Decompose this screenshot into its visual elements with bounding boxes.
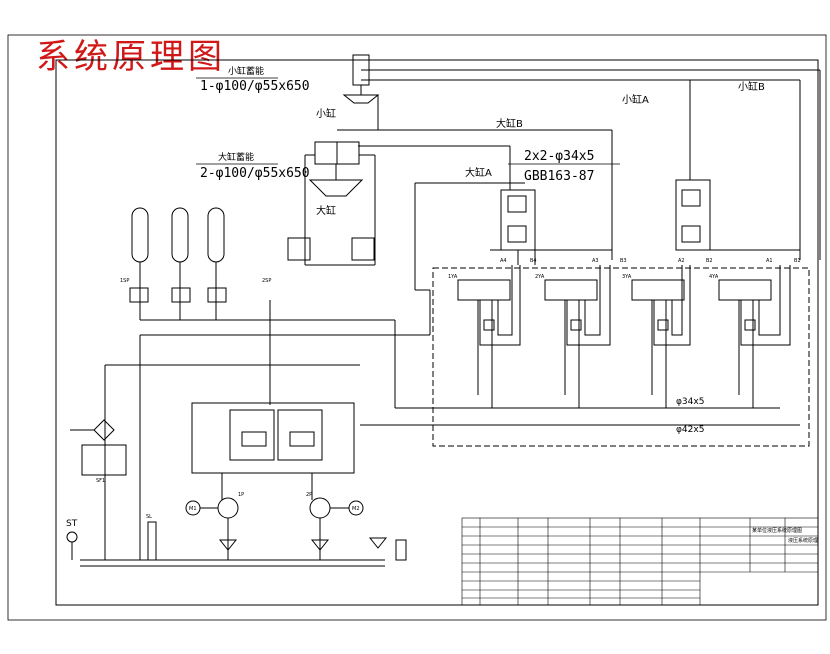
label-port-a2: A2 (678, 258, 685, 264)
label-motor-2: M2 (352, 506, 360, 512)
big-cylinder-valve-block (414, 130, 613, 290)
accumulator-bank (129, 207, 227, 320)
label-port-b2: B2 (706, 258, 713, 264)
pipe-spec-top: 2x2-φ34x5 (524, 149, 594, 164)
label-sl: SL (146, 514, 152, 520)
label-port-a1: A1 (766, 258, 773, 264)
drawing-title: 系统原理图 (36, 37, 226, 77)
label-gauge-1sp: 1SP (120, 278, 129, 284)
label-valve-1ya: 1YA (448, 274, 458, 280)
label-filter: SF1 (96, 478, 105, 484)
small-cylinder-valve-block (675, 70, 821, 260)
small-accumulator-spec: 1-φ100/φ55x650 (200, 79, 310, 94)
big-accumulator-spec: 2-φ100/φ55x650 (200, 166, 310, 181)
label-port-b1: B1 (794, 258, 801, 264)
label-pump-1: 1P (238, 492, 244, 498)
label-valve-4ya: 4YA (709, 274, 719, 280)
title-block-unit: 某单位液压系统原理图 (752, 527, 802, 534)
title-block (461, 517, 819, 606)
inner-frame (55, 59, 819, 606)
title-block-name: 液压系统原理 (788, 537, 818, 544)
small-cylinder (342, 54, 820, 130)
pipe-spec-bottom: GBB163-87 (524, 169, 594, 184)
return-filter (70, 419, 127, 476)
directional-valve-stack (457, 265, 791, 408)
label-port-a4: A4 (500, 258, 507, 264)
label-pump-2: 2P (306, 492, 312, 498)
drawing-frame (7, 34, 827, 621)
label-port-b3: B3 (620, 258, 627, 264)
label-small-cylinder: 小缸 (316, 107, 336, 120)
label-gauge-2sp: 2SP (262, 278, 271, 284)
label-valve-3ya: 3YA (622, 274, 632, 280)
main-pipe-lines (80, 289, 800, 567)
label-motor-1: M1 (189, 506, 197, 512)
big-cylinder (287, 129, 612, 266)
big-accumulator-name: 大缸蓄能 (218, 151, 254, 163)
label-pipe-d34: φ34x5 (676, 397, 704, 407)
label-valve-2ya: 2YA (535, 274, 545, 280)
label-small-cylinder-b: 小缸B (738, 80, 765, 93)
label-big-cylinder-b: 大缸B (496, 117, 523, 130)
pump-motor-units (185, 497, 364, 560)
pump-control-manifold (191, 402, 355, 500)
label-st: ST (66, 519, 78, 529)
label-port-b4: B4 (530, 258, 537, 264)
tank-accessories (66, 521, 407, 561)
label-pipe-d42: φ42x5 (676, 425, 704, 435)
label-big-cylinder-a: 大缸A (465, 166, 492, 179)
small-accumulator-name: 小缸蓄能 (228, 65, 264, 77)
label-big-cylinder: 大缸 (316, 204, 336, 217)
label-small-cylinder-a: 小缸A (622, 93, 649, 106)
valve-section-boundary (432, 267, 810, 447)
label-port-a3: A3 (592, 258, 599, 264)
